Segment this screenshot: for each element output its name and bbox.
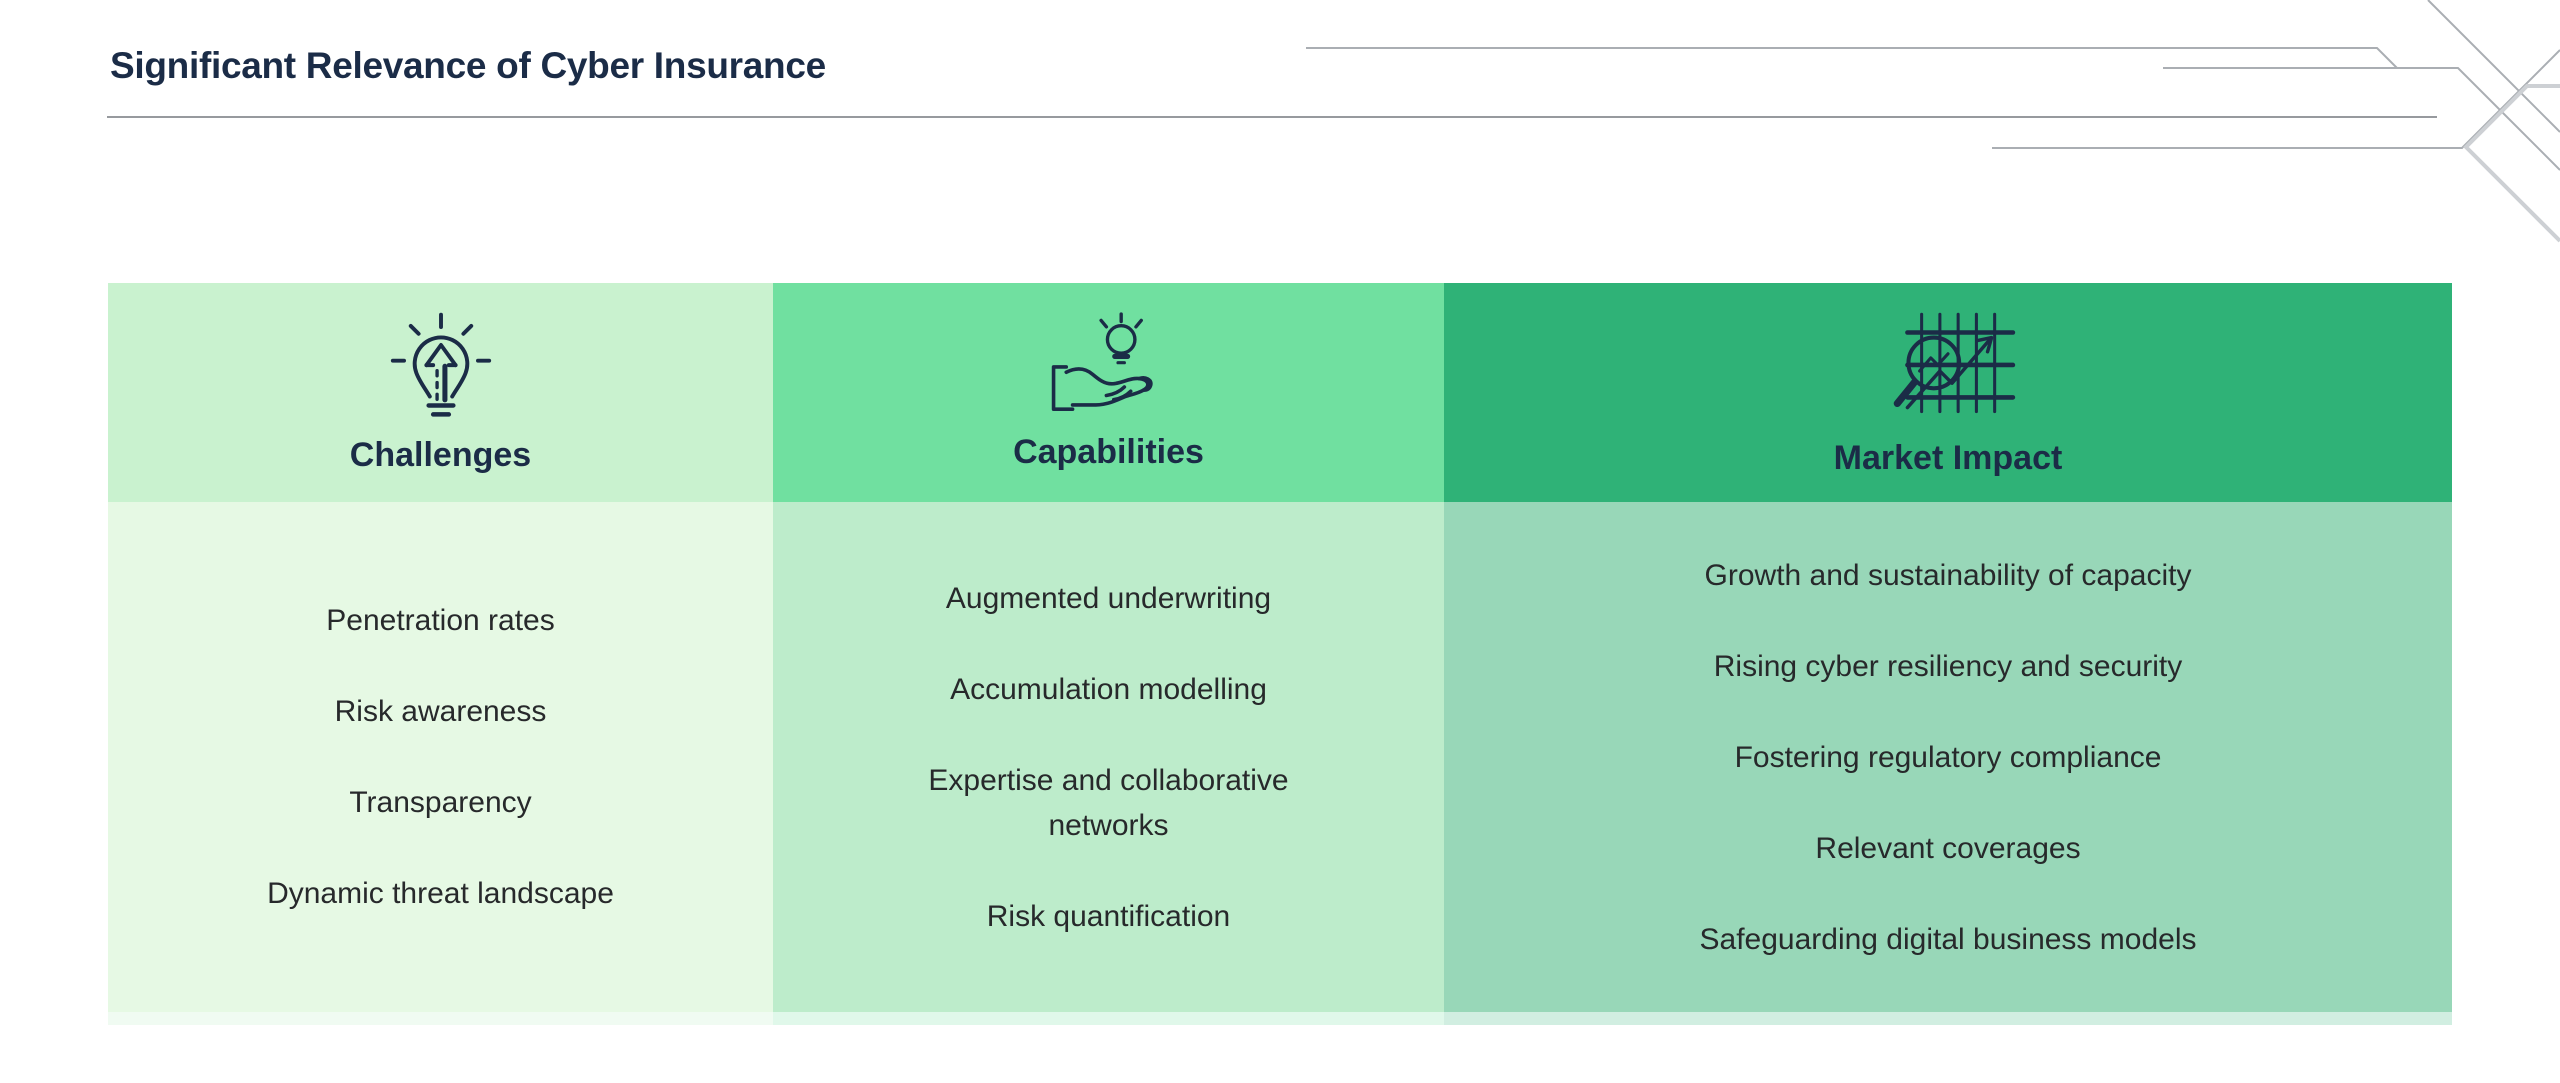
list-item: Growth and sustainability of capacity	[1704, 558, 2192, 592]
list-item: Fostering regulatory compliance	[1734, 740, 2162, 774]
column-header-challenges: Challenges	[108, 283, 773, 502]
list-item: Risk awareness	[334, 695, 547, 728]
bulb-growth-arrow-icon	[390, 312, 491, 417]
column-header-capabilities: Capabilities	[773, 283, 1444, 502]
title-underline	[107, 116, 2437, 118]
table-bottom-fade	[108, 1012, 2452, 1025]
column-body-capabilities: Augmented underwriting Accumulation mode…	[773, 502, 1444, 1012]
column-title: Capabilities	[1013, 433, 1204, 472]
list-item: Dynamic threat landscape	[267, 877, 614, 910]
page-title: Significant Relevance of Cyber Insurance	[110, 45, 826, 86]
list-item: Rising cyber resiliency and security	[1713, 649, 2183, 683]
hand-holding-bulb-icon	[1051, 312, 1153, 412]
list-item: Penetration rates	[326, 604, 555, 637]
three-column-table: Challenges Capab	[108, 283, 2452, 1012]
column-body-challenges: Penetration rates Risk awareness Transpa…	[108, 502, 773, 1012]
list-item: Augmented underwriting	[945, 581, 1272, 615]
column-title: Challenges	[349, 435, 532, 474]
chart-magnifier-icon	[1893, 313, 2016, 414]
list-item: Safeguarding digital business models	[1699, 922, 2197, 956]
list-item: Transparency	[349, 786, 532, 819]
list-item: Relevant coverages	[1815, 831, 2081, 865]
column-title: Market Impact	[1833, 439, 2063, 478]
list-item: Accumulation modelling	[950, 672, 1267, 706]
column-header-market-impact: Market Impact	[1444, 283, 2452, 502]
list-item: Risk quantification	[986, 899, 1231, 933]
list-item: Expertise and collaborative networks	[928, 763, 1289, 842]
column-body-market-impact: Growth and sustainability of capacity Ri…	[1444, 502, 2452, 1012]
